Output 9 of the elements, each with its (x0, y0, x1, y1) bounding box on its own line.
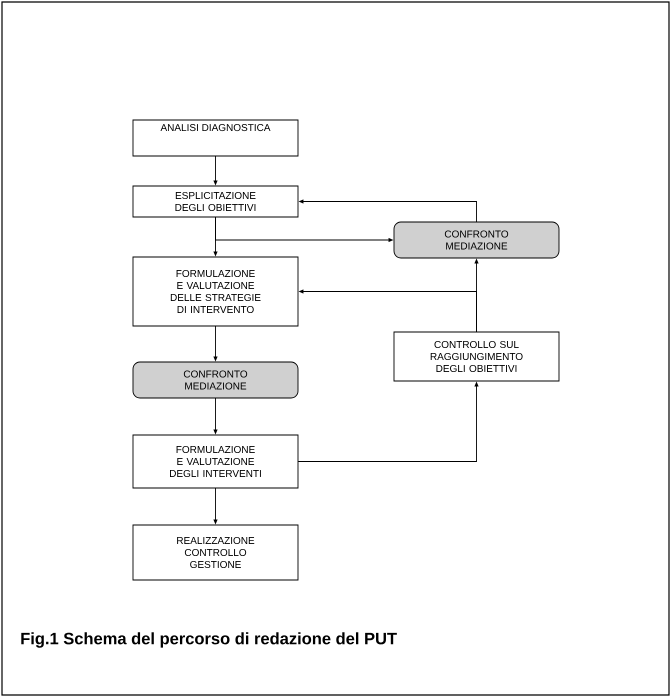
process-box: FORMULAZIONE E VALUTAZIONE DELLE STRATEGIE DI INTERVENTO (132, 256, 298, 326)
process-box: FORMULAZIONE E VALUTAZIONE DEGLI INTERVENTI (132, 434, 298, 488)
figure-caption: Fig.1 Schema del percorso di redazione del PUT (21, 632, 397, 648)
process-box: CONTROLLO SUL RAGGIUNGIMENTO DEGLI OBIETTIVI (394, 332, 560, 382)
process-box: ANALISI DIAGNOSTICA (132, 120, 298, 156)
rounded-box: CONFRONTO MEDIAZIONE (132, 362, 298, 398)
rounded-box: CONFRONTO MEDIAZIONE (394, 222, 560, 258)
process-box: REALIZZAZIONE CONTROLLO GESTIONE (132, 524, 298, 580)
process-box: ESPLICITAZIONE DEGLI OBIETTIVI (132, 186, 298, 218)
